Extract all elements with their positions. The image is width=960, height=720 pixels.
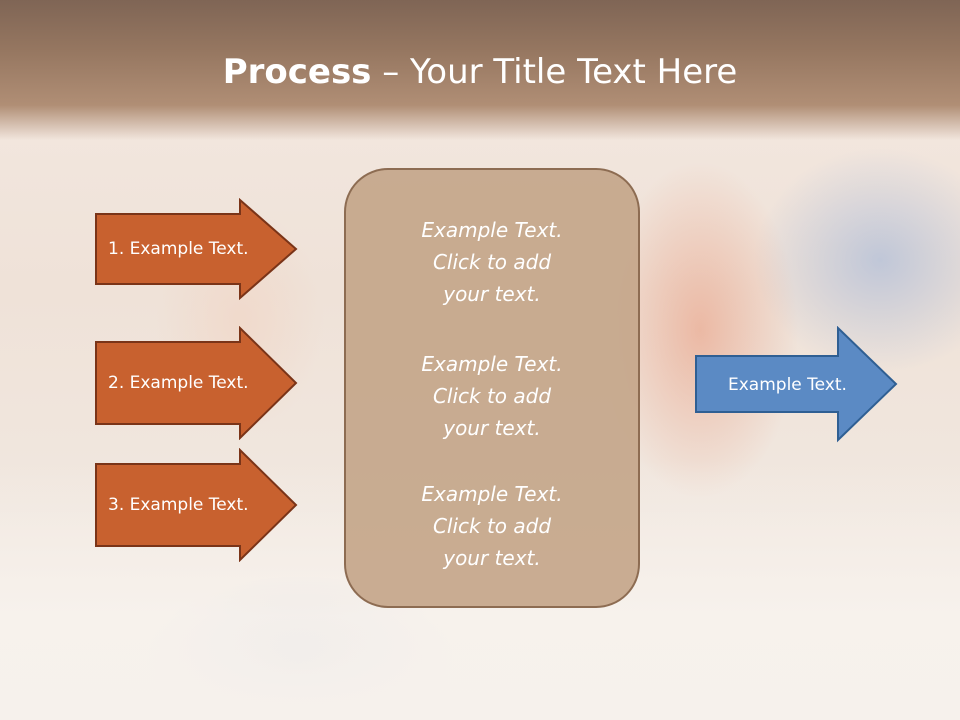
left-arrow-2[interactable]: 2. Example Text. (94, 326, 300, 440)
center-block-1-line-2: Click to add (432, 250, 552, 274)
center-block-2-line-1: Example Text. (421, 352, 563, 376)
center-block-1: Example Text. Click to add your text. (346, 214, 638, 310)
arrow-shape-2 (95, 326, 298, 440)
center-block-1-line-3: your text. (443, 282, 541, 306)
title-banner (0, 0, 960, 140)
center-block-2: Example Text. Click to add your text. (346, 348, 638, 444)
left-arrow-3[interactable]: 3. Example Text. (94, 448, 300, 562)
center-block-3: Example Text. Click to add your text. (346, 478, 638, 574)
left-arrow-label-2: 2. Example Text. (108, 373, 249, 393)
center-block-3-line-3: your text. (443, 546, 541, 570)
left-arrow-label-1: 1. Example Text. (108, 239, 249, 259)
center-text-box[interactable]: Example Text. Click to add your text. Ex… (344, 168, 640, 608)
right-arrow[interactable]: Example Text. (694, 326, 900, 444)
arrow-shape-3 (95, 448, 298, 562)
center-block-1-line-1: Example Text. (421, 218, 563, 242)
right-arrow-label: Example Text. (728, 375, 847, 395)
center-block-3-line-2: Click to add (432, 514, 552, 538)
left-arrow-label-3: 3. Example Text. (108, 495, 249, 515)
right-arrow-shape (695, 326, 898, 443)
left-arrow-1[interactable]: 1. Example Text. (94, 198, 300, 300)
title-bold: Process (222, 52, 372, 92)
center-block-3-line-1: Example Text. (421, 482, 563, 506)
center-block-2-line-3: your text. (443, 416, 541, 440)
title-rest: – Your Title Text Here (371, 52, 738, 92)
center-block-2-line-2: Click to add (432, 384, 552, 408)
arrow-shape-1 (95, 198, 298, 300)
slide-title[interactable]: Process – Your Title Text Here (0, 52, 960, 92)
